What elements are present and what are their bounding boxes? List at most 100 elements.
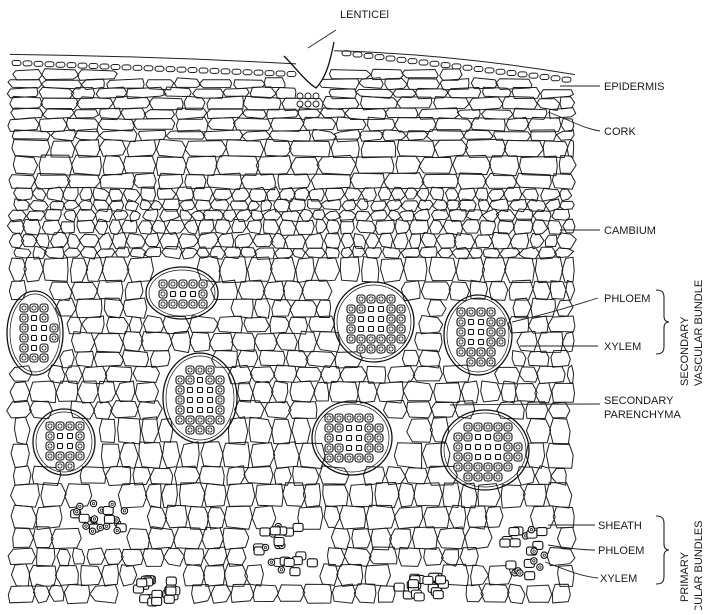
parenchyma-cell: [23, 220, 41, 236]
parenchyma-cell: [483, 248, 499, 258]
parenchyma-cell: [454, 233, 475, 249]
parenchyma-cell: [203, 130, 242, 140]
parenchyma-cell: [458, 188, 476, 200]
parenchyma-cell: [254, 334, 277, 351]
parenchyma-cell: [148, 506, 167, 529]
primary-xylem-element: [537, 564, 543, 570]
primary-xylem-element: [517, 570, 523, 576]
xylem-vessel: [484, 473, 492, 481]
parenchyma-cell: [289, 402, 317, 419]
parenchyma-cell: [10, 96, 43, 109]
parenchyma-cell: [323, 485, 349, 507]
parenchyma-cell: [141, 332, 172, 351]
parenchyma-cell: [231, 299, 253, 318]
parenchyma-cell: [422, 174, 458, 188]
parenchyma-cell: [325, 188, 344, 201]
xylem-vessel: [365, 454, 373, 462]
parenchyma-cell: [434, 383, 461, 403]
parenchyma-cell: [230, 201, 248, 210]
xylem-vessel: [270, 527, 280, 535]
parenchyma-cell: [381, 259, 404, 283]
parenchyma-cell: [421, 282, 450, 300]
parenchyma-cell: [204, 484, 226, 507]
parenchyma-cell: [24, 257, 44, 282]
secondary-vascular-bundle: [163, 353, 237, 443]
parenchyma-cell: [340, 257, 359, 282]
label-secondary-phloem: PHLOEM: [604, 293, 650, 305]
primary-xylem-element: [114, 527, 120, 533]
parenchyma-cell: [546, 483, 572, 508]
phloem-cell: [58, 434, 63, 439]
xylem-vessel: [497, 318, 505, 326]
parenchyma-cell: [13, 528, 34, 548]
xylem-vessel: [216, 396, 224, 404]
xylem-vessel: [20, 334, 28, 342]
parenchyma-cell: [390, 529, 412, 549]
parenchyma-cell: [339, 506, 365, 530]
parenchyma-cell: [64, 200, 79, 209]
xylem-vessel: [345, 414, 353, 422]
label-secondary-xylem: XYLEM: [604, 341, 641, 353]
parenchyma-cell: [546, 443, 573, 468]
xylem-vessel: [436, 576, 446, 584]
parenchyma-cell: [409, 234, 420, 249]
parenchyma-cell: [296, 367, 322, 382]
parenchyma-cell: [446, 189, 459, 201]
parenchyma-cell: [72, 332, 95, 352]
phloem-cell: [496, 455, 501, 460]
parenchyma-cell: [106, 467, 131, 486]
parenchyma-cell: [99, 419, 115, 443]
parenchyma-cell: [193, 187, 213, 201]
parenchyma-cell: [529, 316, 549, 333]
parenchyma-cell: [11, 505, 37, 529]
parenchyma-cell: [9, 175, 35, 189]
parenchyma-cell: [216, 156, 259, 176]
parenchyma-cell: [306, 351, 336, 367]
primary-xylem-element: [278, 567, 284, 573]
parenchyma-cell: [142, 417, 159, 443]
parenchyma-cell: [207, 109, 243, 119]
parenchyma-cell: [355, 211, 370, 221]
parenchyma-cell: [344, 547, 371, 566]
parenchyma-cell: [283, 281, 303, 301]
xylem-vessel: [487, 318, 495, 326]
phloem-cell: [359, 327, 364, 332]
parenchyma-cell: [98, 381, 116, 403]
xylem-vessel: [504, 443, 512, 451]
epidermis-cell: [507, 71, 516, 76]
parenchyma-cell: [190, 332, 211, 351]
parenchyma-cell: [118, 418, 141, 444]
parenchyma-cell: [492, 232, 512, 249]
xylem-vessel: [186, 366, 194, 374]
phloem-cell: [496, 445, 501, 450]
parenchyma-cell: [126, 234, 145, 249]
parenchyma-cell: [238, 280, 265, 300]
parenchyma-cell: [283, 483, 306, 507]
parenchyma-cell: [404, 257, 427, 281]
parenchyma-cell: [427, 466, 457, 485]
parenchyma-cell: [356, 220, 376, 233]
parenchyma-cell: [256, 156, 291, 175]
parenchyma-cell: [127, 140, 156, 157]
phloem-cell: [379, 327, 384, 332]
parenchyma-cell: [407, 402, 432, 418]
parenchyma-cell: [162, 484, 178, 508]
parenchyma-cell: [265, 402, 291, 419]
parenchyma-cell: [271, 257, 296, 281]
parenchyma-cell: [207, 96, 244, 109]
parenchyma-cell: [291, 157, 320, 175]
xylem-vessel: [357, 335, 365, 343]
parenchyma-cell: [217, 316, 243, 333]
xylem-vessel: [293, 523, 303, 531]
xylem-vessel: [76, 432, 84, 440]
xylem-vessel: [365, 434, 373, 442]
secondary-vascular-bundle: [146, 267, 218, 319]
parenchyma-cell: [199, 80, 232, 88]
parenchyma-cell: [188, 507, 208, 530]
parenchyma-cell: [336, 117, 366, 130]
parenchyma-cell: [399, 210, 413, 221]
parenchyma-cell: [489, 156, 519, 176]
parenchyma-cell: [80, 467, 105, 483]
xylem-vessel: [20, 314, 28, 322]
xylem-vessel: [494, 423, 502, 431]
